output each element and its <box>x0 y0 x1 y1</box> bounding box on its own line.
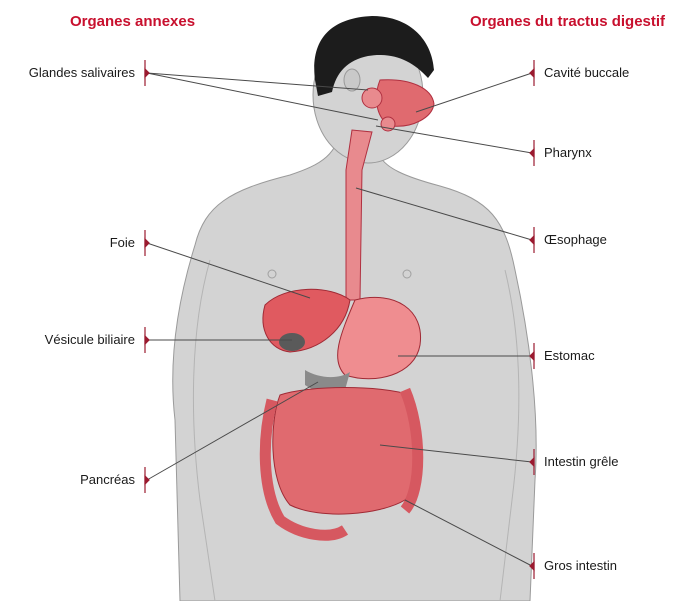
salivary-gland <box>362 88 382 108</box>
label-pharynx: Pharynx <box>544 145 592 161</box>
label-gallbladder: Vésicule biliaire <box>45 332 135 348</box>
marker-tip <box>530 149 534 157</box>
marker-tip <box>530 69 534 77</box>
marker-tip <box>145 239 149 247</box>
label-mouth-cavity: Cavité buccale <box>544 65 629 81</box>
marker-tip <box>145 69 149 77</box>
label-pancreas: Pancréas <box>80 472 135 488</box>
leader-mouth <box>416 73 532 112</box>
heading-digestive-tract: Organes du tractus digestif <box>470 13 665 30</box>
ear <box>344 69 360 91</box>
heading-accessory-organs: Organes annexes <box>70 13 195 30</box>
label-esophagus: Œsophage <box>544 232 607 248</box>
marker-tip <box>530 236 534 244</box>
marker-tip <box>145 336 149 344</box>
label-large-intestine: Gros intestin <box>544 558 617 574</box>
gallbladder <box>279 333 305 351</box>
marker-tip <box>145 476 149 484</box>
label-stomach: Estomac <box>544 348 595 364</box>
small-intestine <box>273 388 421 515</box>
label-liver: Foie <box>110 235 135 251</box>
label-salivary-glands: Glandes salivaires <box>29 65 135 81</box>
label-small-intestine: Intestin grêle <box>544 454 618 470</box>
